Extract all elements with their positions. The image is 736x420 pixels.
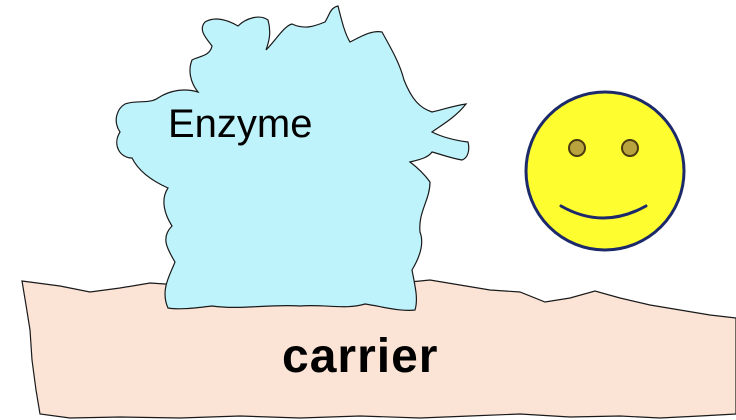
carrier-label: carrier bbox=[282, 330, 438, 383]
enzyme-label: Enzyme bbox=[168, 102, 313, 146]
enzyme-shape bbox=[116, 6, 469, 310]
smiley-face-circle bbox=[526, 92, 684, 250]
smiley-left-eye bbox=[569, 140, 585, 156]
smiley-right-eye bbox=[622, 140, 638, 156]
smiley-face-icon bbox=[526, 92, 684, 250]
